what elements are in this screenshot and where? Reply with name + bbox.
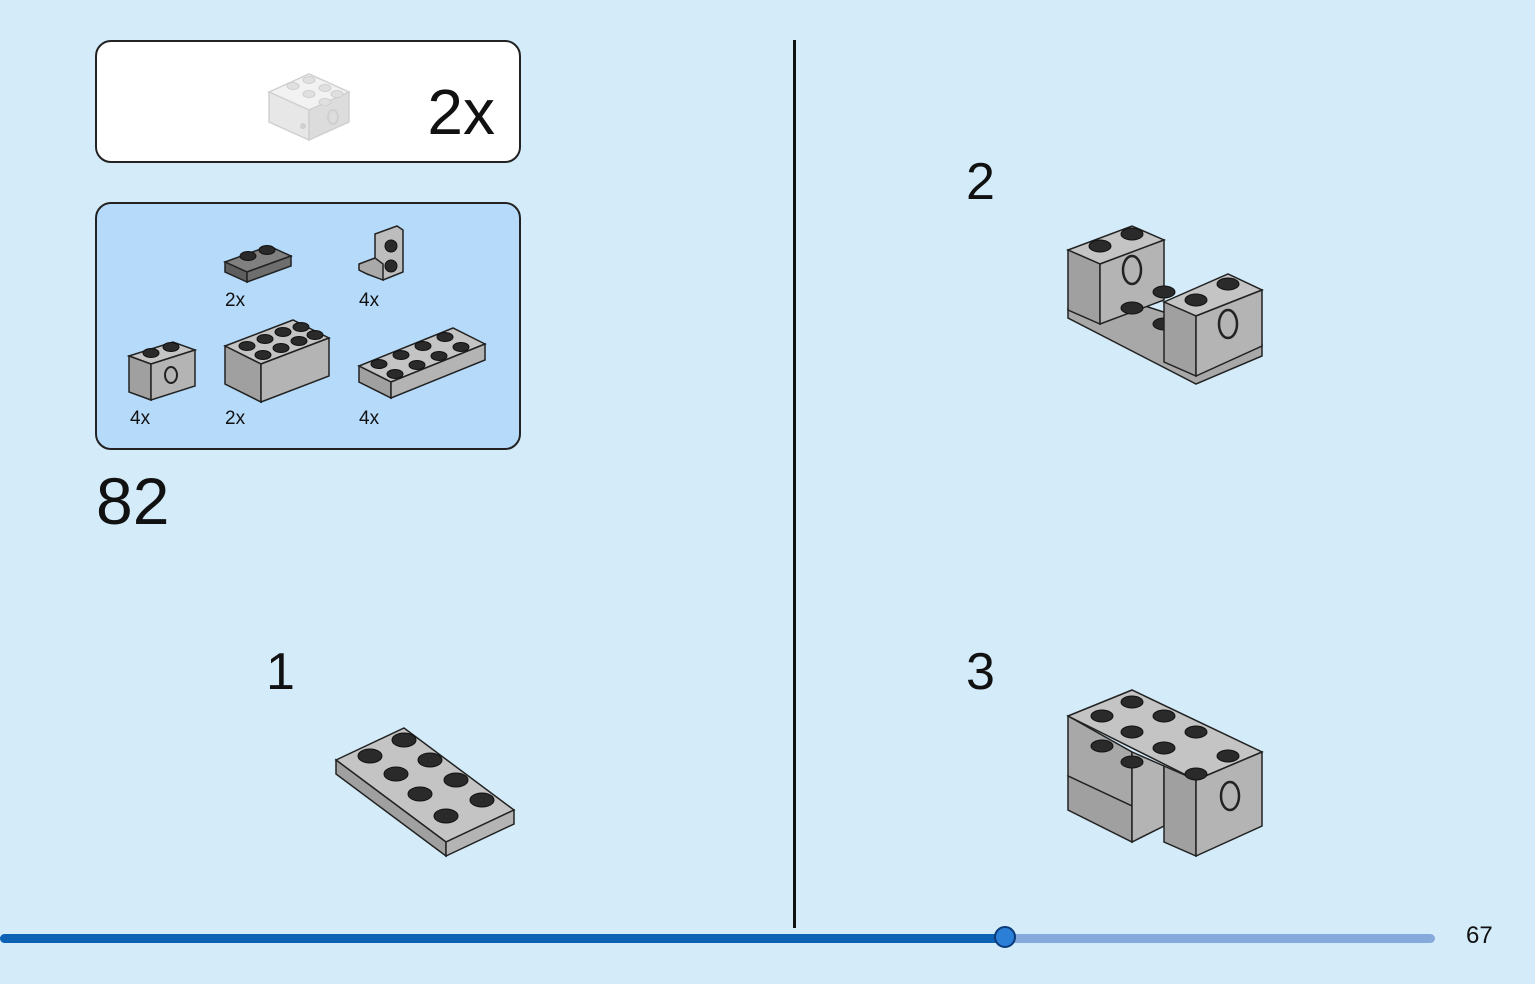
progress-bar[interactable] (0, 926, 1435, 948)
technic-brick-icon (126, 341, 198, 402)
part-quantity: 4x (359, 290, 380, 311)
part-quantity: 4x (130, 408, 151, 429)
step-number: 3 (966, 643, 995, 701)
step-number: 1 (266, 643, 295, 701)
page-step-number: 82 (96, 464, 170, 538)
plate-1x2-icon (223, 245, 293, 284)
part-quantity: 4x (359, 408, 380, 429)
page-number: 67 (1466, 922, 1493, 949)
submodel-preview-icon (267, 73, 351, 142)
page-divider (793, 40, 796, 928)
brick-2x4-icon (223, 319, 331, 404)
part-quantity: 2x (225, 290, 246, 311)
submodel-quantity: 2x (427, 76, 495, 148)
parts-list-panel: 2x 4x 4x 2x (95, 202, 521, 450)
step-3-model-icon (1066, 689, 1264, 858)
step-2-model-icon (1066, 225, 1264, 385)
bracket-icon (358, 225, 404, 282)
part-quantity: 2x (225, 408, 246, 429)
submodel-callout: 2x (95, 40, 521, 163)
progress-fill (0, 934, 1005, 943)
progress-handle[interactable] (993, 926, 1016, 948)
step-1-model-icon (334, 727, 516, 858)
step-number: 2 (966, 153, 995, 211)
plate-2x4-icon (357, 327, 487, 400)
